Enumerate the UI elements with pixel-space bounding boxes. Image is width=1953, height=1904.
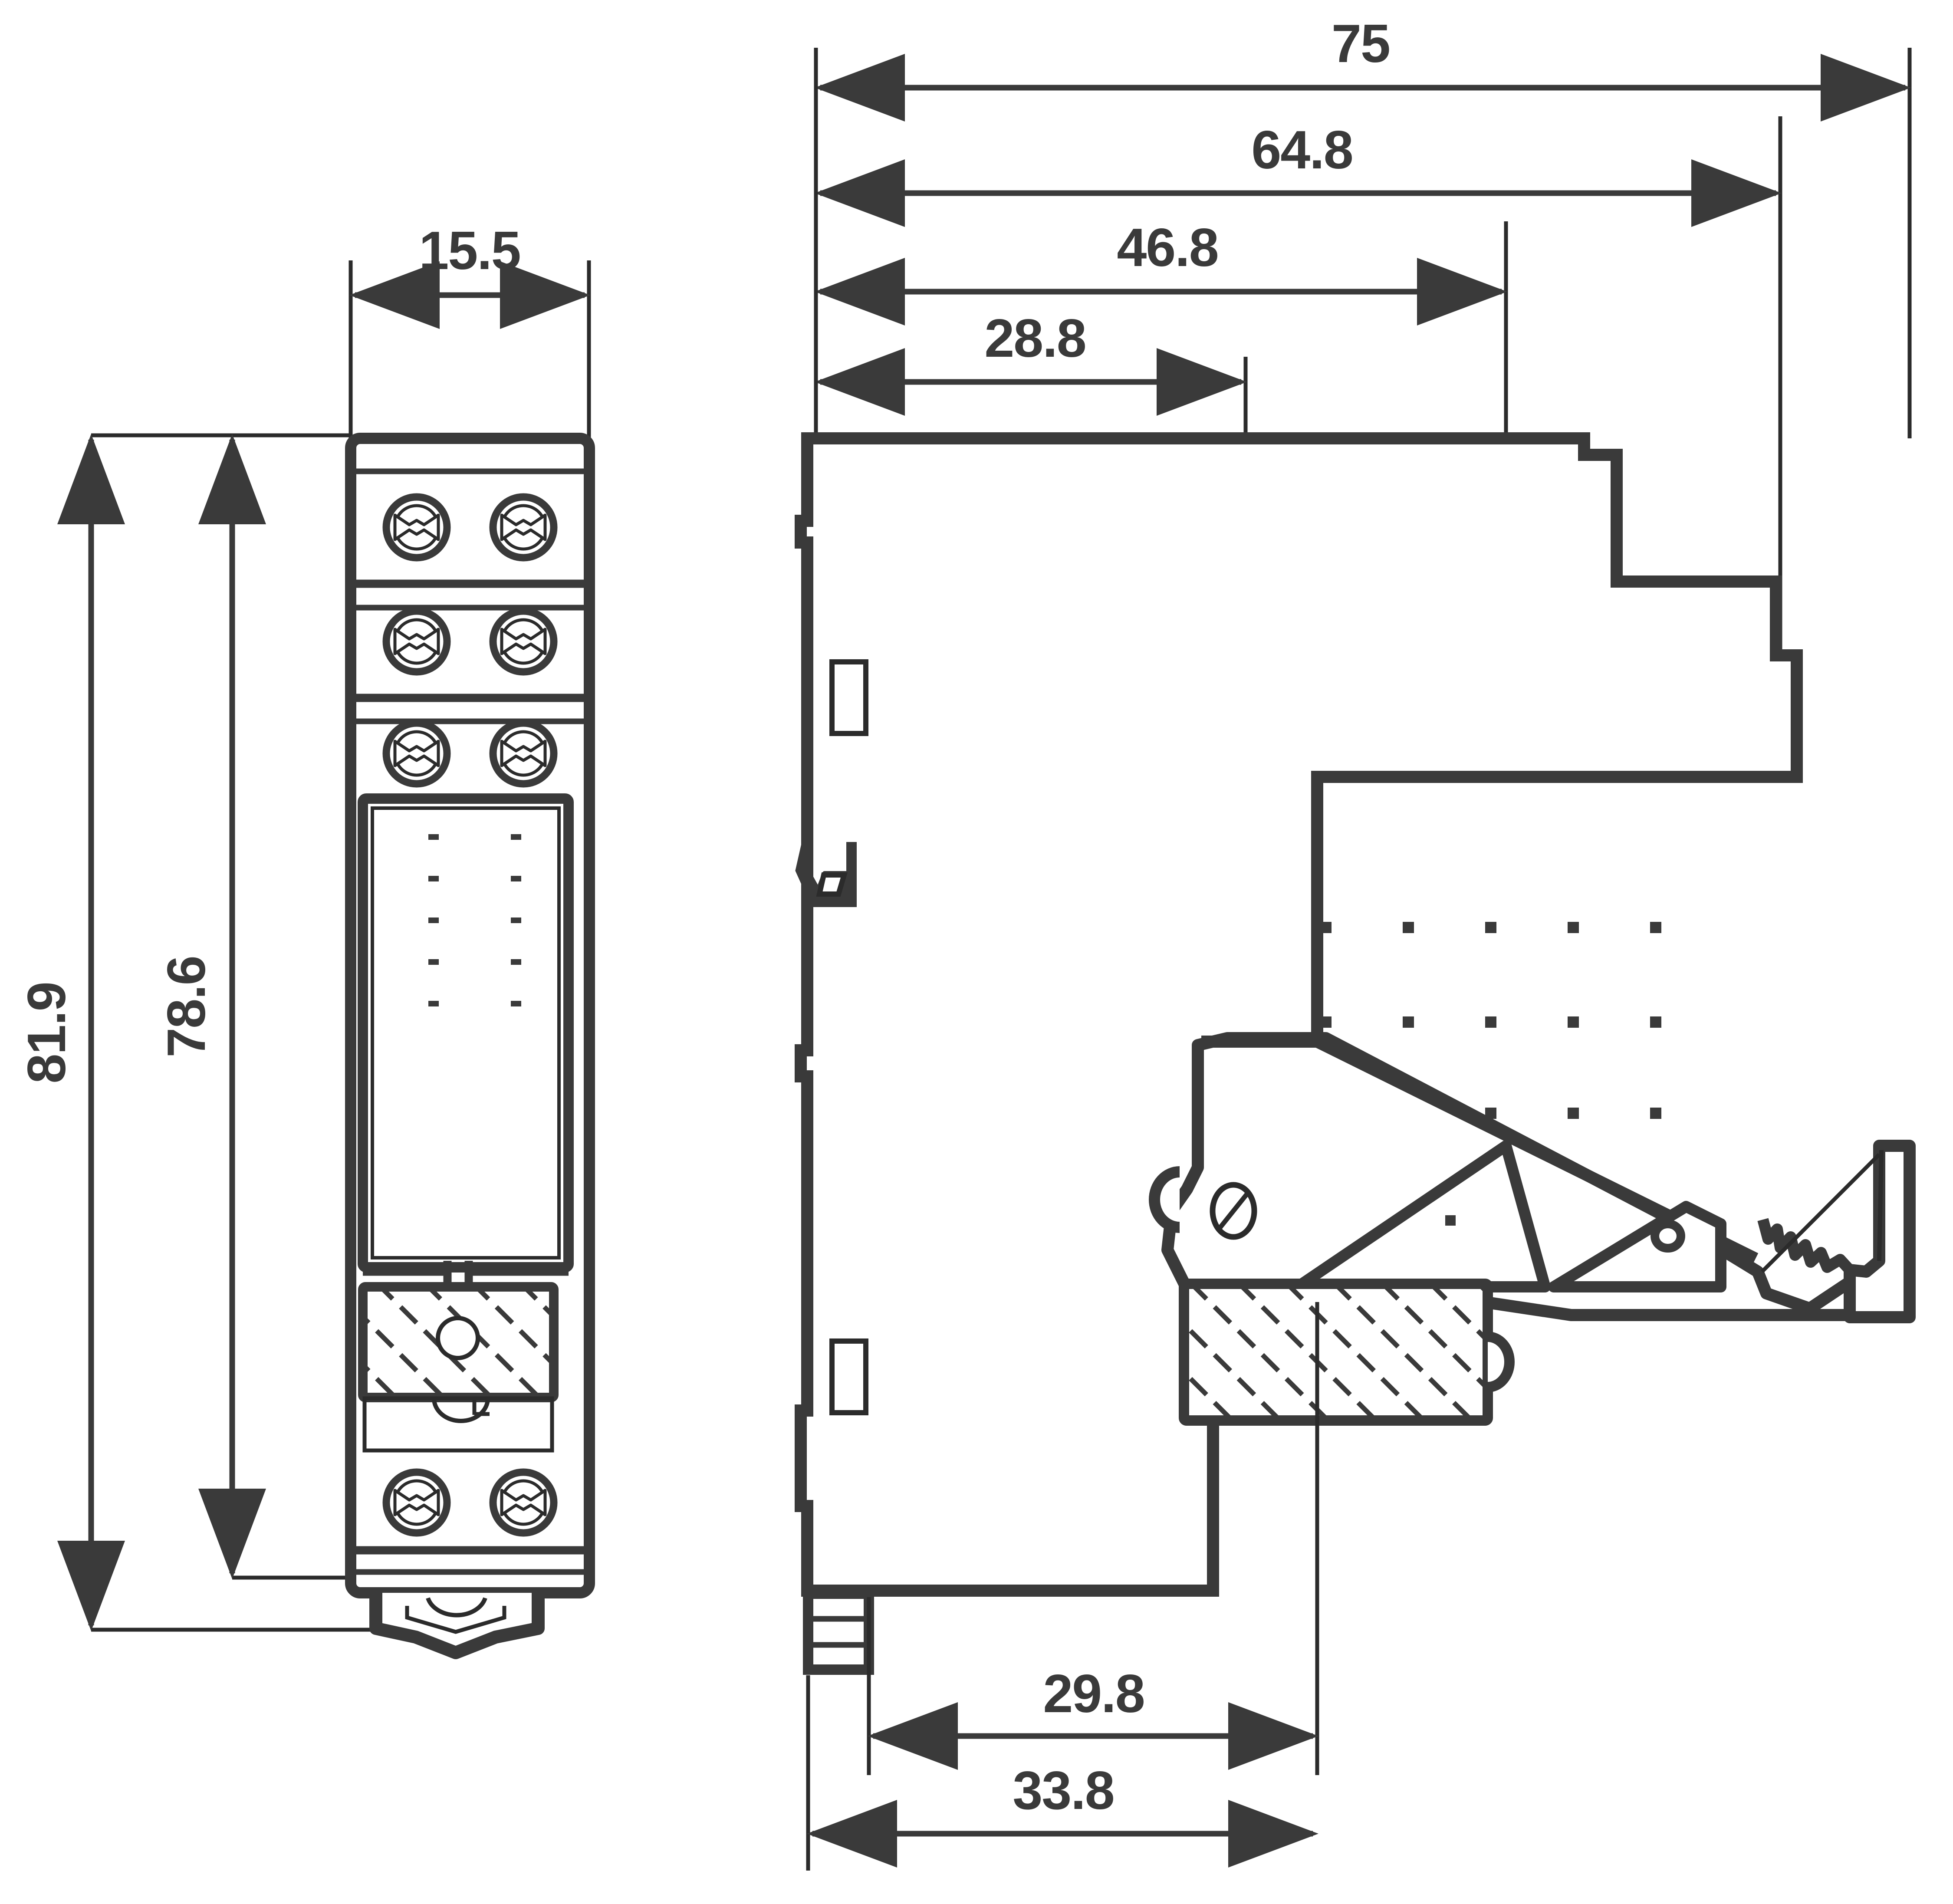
lever-dot <box>1445 1215 1456 1226</box>
dimension-label-front-height-body: 78.6 <box>157 956 217 1057</box>
dimension-label-side-base-inner: 29.8 <box>1043 1664 1144 1724</box>
dimension-side-depth-fourth: 28.8 <box>815 309 1248 434</box>
screw-cross-head-icon[interactable] <box>493 611 554 672</box>
screw-cross-head-icon[interactable] <box>493 497 554 558</box>
dimension-label-side-base-outer: 33.8 <box>1013 1761 1114 1821</box>
dimension-label-side-depth-second: 64.8 <box>1251 120 1352 180</box>
screw-cross-head-icon[interactable] <box>386 1472 447 1533</box>
dimension-side-base-inner: 29.8 <box>867 1302 1319 1775</box>
hatch-block-bore-icon <box>436 1316 480 1360</box>
screw-cross-head-icon[interactable] <box>493 723 554 784</box>
dimension-side-depth-second: 64.8 <box>815 116 1782 664</box>
side-mid-hook <box>795 835 857 907</box>
side-hatch-block <box>1179 1279 1515 1426</box>
side-hatch-lug <box>1487 1332 1515 1392</box>
dimension-label-side-depth-fourth: 28.8 <box>984 309 1085 368</box>
screw-cross-head-icon[interactable] <box>386 497 447 558</box>
dimension-label-front-width: 15.5 <box>419 221 520 281</box>
dimension-label-front-height-overall: 81.9 <box>17 982 77 1083</box>
front-lower-slots <box>363 1261 569 1285</box>
side-notch-upper <box>829 659 868 736</box>
dimension-label-side-depth-overall: 75 <box>1332 14 1390 74</box>
side-view: 75 64.8 46.8 28.8 <box>795 14 1916 1871</box>
side-notch-lower <box>829 1338 868 1415</box>
dimension-label-side-depth-third: 46.8 <box>1117 218 1218 278</box>
side-left-notches <box>829 659 868 1415</box>
label-window-dot-grid <box>428 834 521 1006</box>
side-bottom-foot <box>803 1588 874 1675</box>
side-dot-grid <box>1320 922 1661 1119</box>
slotted-screw-icon[interactable] <box>1210 1182 1257 1240</box>
serrated-edge <box>1757 1218 1854 1274</box>
dimension-side-depth-third: 46.8 <box>815 218 1508 534</box>
din-rail-clip-icon[interactable] <box>369 1593 545 1659</box>
din-release-lever[interactable] <box>1149 1032 1916 1323</box>
front-terminal-dividers <box>356 468 584 1575</box>
screw-cross-head-icon[interactable] <box>386 723 447 784</box>
lever-hole <box>1651 1220 1685 1253</box>
front-label-window <box>358 793 574 1273</box>
front-hatch-block <box>358 1282 559 1402</box>
front-lower-chamber <box>362 1396 554 1453</box>
dimension-side-base-outer: 33.8 <box>806 1675 1318 1871</box>
dimension-front-width: 15.5 <box>349 221 591 438</box>
screw-cross-head-icon[interactable] <box>386 611 447 672</box>
screw-cross-head-icon[interactable] <box>493 1472 554 1533</box>
front-view: 15.5 81.9 78.6 <box>17 221 595 1659</box>
dimension-front-height-overall: 81.9 <box>17 433 443 1632</box>
